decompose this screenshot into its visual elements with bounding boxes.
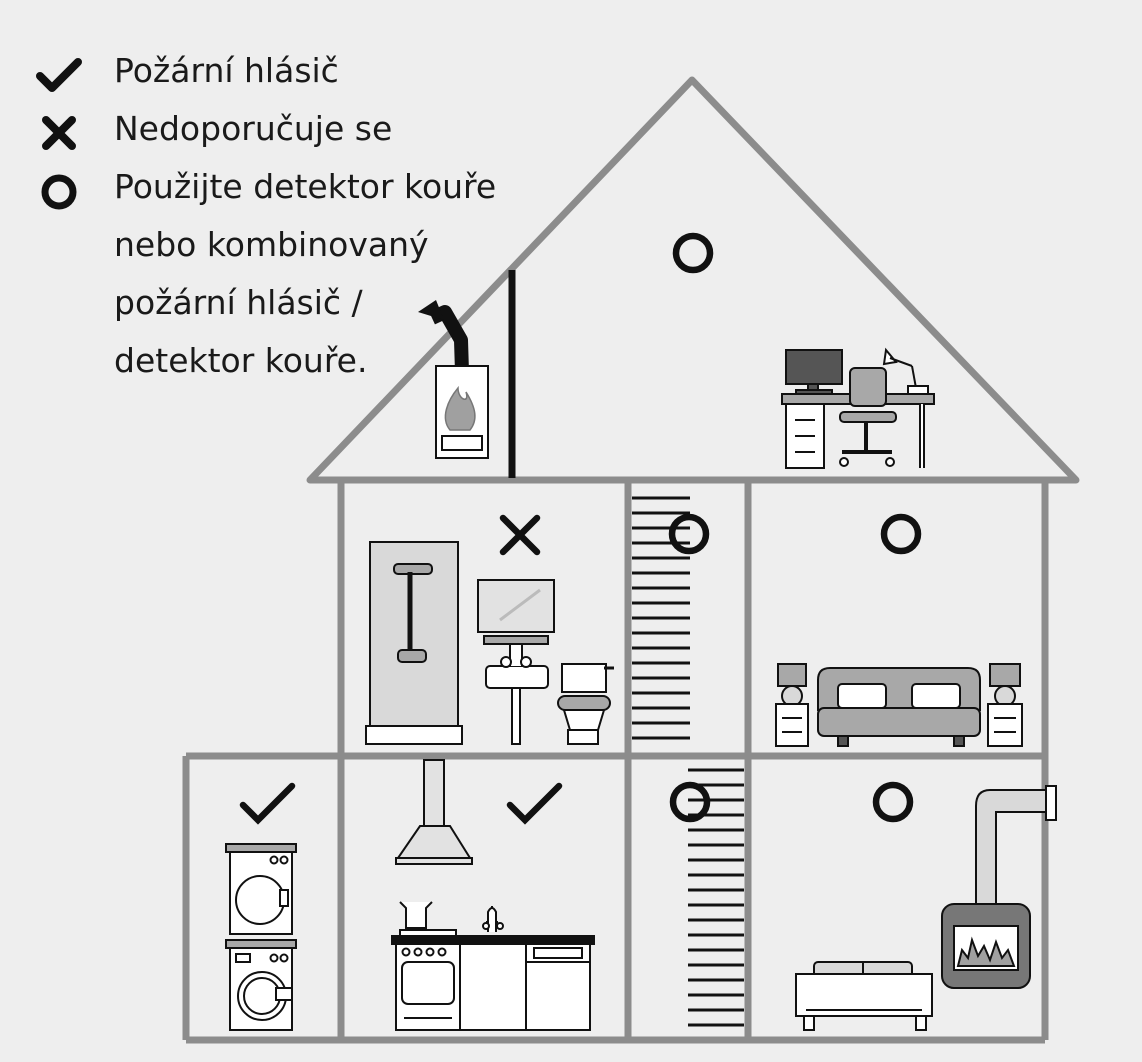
- circle-icon: [41, 174, 77, 210]
- legend-label-smoke-line-3: požární hlásič /: [114, 283, 363, 322]
- toilet-icon: [557, 663, 614, 745]
- marker-stairs-upper-circle: [668, 513, 710, 555]
- marker-laundry-check: [239, 782, 296, 825]
- room-markers: [239, 232, 922, 825]
- shower-icon: [365, 541, 463, 745]
- house-walls: [182, 76, 1080, 1044]
- legend-label-fire-alarm: Požární hlásič: [114, 51, 339, 90]
- marker-kitchen-check: [506, 782, 563, 825]
- kitchen-unit-icon: [391, 901, 595, 1031]
- legend-label-not-recommended: Nedoporučuje se: [114, 109, 393, 148]
- stairs-upper: [632, 496, 690, 740]
- range-hood-icon: [395, 759, 473, 865]
- washer-dryer-icon: [225, 843, 297, 1031]
- cross-icon: [42, 116, 76, 150]
- legend-label-smoke-line-2: nebo kombinovaný: [114, 225, 429, 264]
- fireplace-icon: [941, 785, 1057, 989]
- marker-bathroom-cross: [499, 514, 541, 556]
- boiler-icon: [418, 300, 489, 459]
- legend-item-not-recommended: Nedoporučuje se: [34, 108, 534, 166]
- marker-stairs-lower-circle: [669, 781, 711, 823]
- legend-item-fire-alarm: Požární hlásič: [34, 50, 534, 108]
- roof: [306, 76, 1080, 484]
- legend-label-smoke-line-1: Použijte detektor kouře: [114, 167, 497, 206]
- sink-icon: [477, 579, 555, 745]
- marker-bedroom-circle: [880, 513, 922, 555]
- stairs-lower: [688, 768, 744, 1027]
- bed-icon: [775, 663, 1023, 747]
- legend: Požární hlásič Nedoporučuje se Použijte …: [34, 50, 534, 406]
- sofa-icon: [795, 961, 933, 1031]
- legend-item-smoke-detector: Použijte detektor kouře nebo kombinovaný…: [34, 166, 534, 406]
- check-icon: [36, 58, 82, 92]
- legend-label-smoke-line-4: detektor kouře.: [114, 341, 368, 380]
- marker-living-room-circle: [872, 781, 914, 823]
- stairs: [632, 496, 744, 1027]
- office-desk-icon: [781, 347, 935, 469]
- marker-attic-circle: [672, 232, 714, 274]
